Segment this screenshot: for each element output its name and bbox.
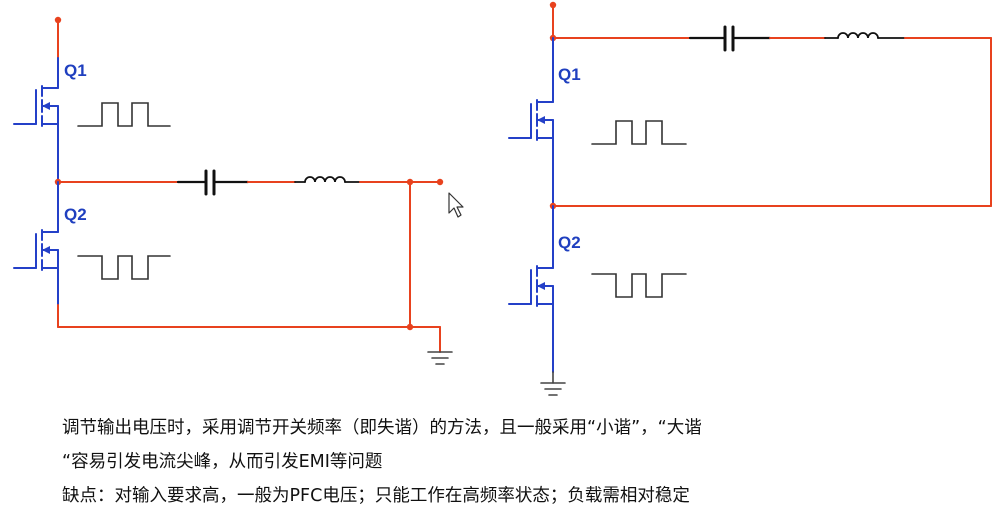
- left-circuit: Q1: [13, 16, 453, 365]
- left-q1-mosfet-icon: [13, 57, 59, 183]
- left-q2-mosfet-icon: [13, 181, 59, 306]
- right-q2-mosfet-icon: [508, 205, 554, 373]
- right-ground-icon: [540, 371, 566, 396]
- right-inductor-icon: [824, 32, 906, 39]
- left-inductor-icon: [294, 176, 361, 183]
- right-q1-waveform: [591, 120, 687, 145]
- mouse-cursor-icon: [448, 192, 464, 218]
- left-output-node: [436, 178, 444, 186]
- right-q1-mosfet-icon: [508, 37, 554, 207]
- left-q2-label: Q2: [64, 205, 87, 224]
- left-q1-waveform: [77, 102, 171, 127]
- right-circuit: Q1 Q2: [508, 1, 992, 396]
- right-q2-waveform: [591, 273, 687, 298]
- left-q1-label: Q1: [64, 61, 87, 80]
- left-ground-icon: [427, 351, 453, 365]
- right-q1-label: Q1: [558, 65, 581, 84]
- right-q2-label: Q2: [558, 233, 581, 252]
- left-bottom-node: [406, 323, 414, 331]
- caption-line-2: “容易引发电流尖峰，从而引发EMI等问题: [62, 452, 383, 472]
- caption-line-3: 缺点：对输入要求高，一般为PFC电压；只能工作在高频率状态；负载需相对稳定: [62, 486, 690, 506]
- caption-line-1: 调节输出电压时，采用调节开关频率（即失谐）的方法，且一般采用“小谐”，“大谐: [62, 418, 702, 438]
- right-capacitor-icon: [688, 25, 772, 52]
- left-q2-waveform: [77, 255, 171, 280]
- left-capacitor-icon: [176, 169, 250, 196]
